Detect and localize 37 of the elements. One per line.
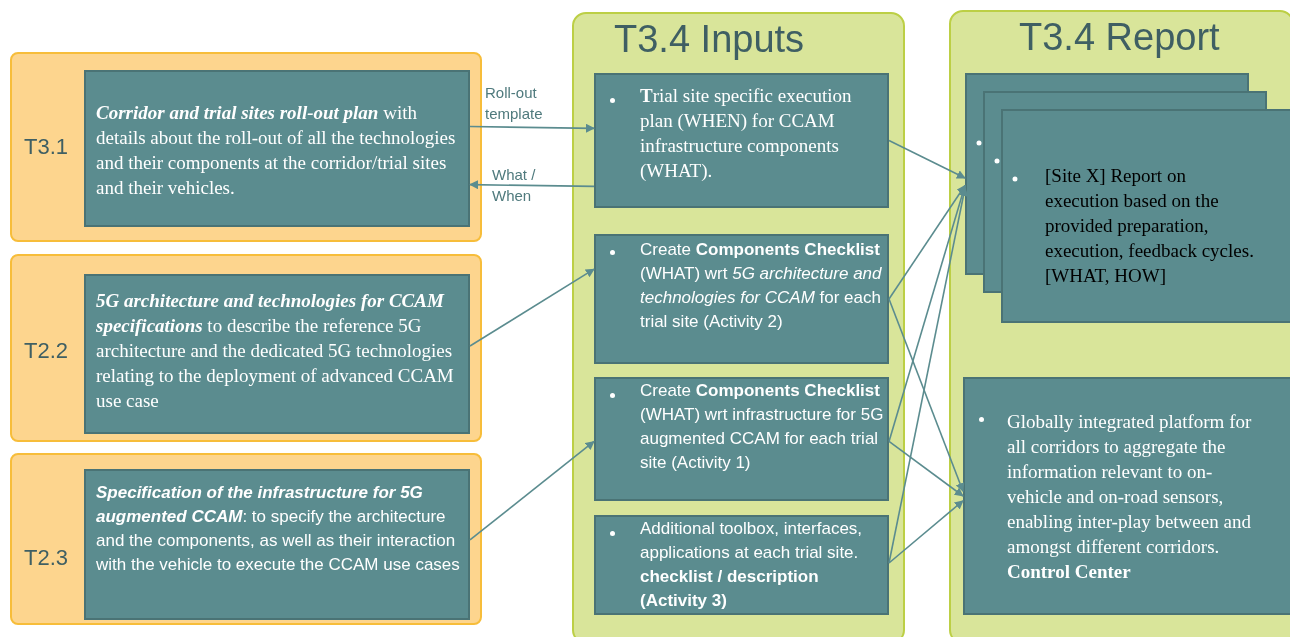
box-text: 5G architecture and technologies for CCAM specifications to describe the reference 5G architecture and the dedicated 5G technologies relating to the deployment of advanced CCAM use case (96, 289, 455, 413)
content-box (84, 274, 470, 434)
box-text: Globally integrated platform for all corridors to aggregate the information relevant to on-vehicle and on-road sensors, enabling inter-play between and amongst different corridors. Control Center (1007, 410, 1253, 584)
stacked-report-cards (965, 73, 1290, 323)
arrow (469, 123, 595, 133)
content-box (594, 234, 889, 364)
content-box (594, 377, 889, 501)
content-box (594, 73, 889, 208)
box-text: Create Components Checklist (WHAT) wrt 5G architecture and technologies for CCAM for each trial site (Activity 2) (640, 239, 883, 333)
arrow (888, 440, 964, 497)
task-panel (10, 254, 482, 442)
box-text: Additional toolbox, interfaces, applications at each trial site. checklist / description (Activity 3) (640, 518, 864, 612)
task-label: T2.3 (24, 545, 69, 571)
task-panel (10, 52, 482, 242)
arrow (469, 268, 595, 347)
box-text: Trial site specific execution plan (WHEN) for CCAM infrastructure components (WHAT). (640, 84, 853, 183)
task-panel (10, 453, 482, 625)
box-text: [Site X] Report on execution based on the provided preparation, execution, feedback cycles. [WHAT, HOW] (1045, 164, 1255, 288)
task-label: T2.2 (24, 338, 69, 364)
section-panel (949, 10, 1290, 637)
content-box (963, 377, 1290, 615)
arrow (469, 180, 595, 190)
box-text: Corridor and trial sites roll-out plan with details about the roll-out of all the technologies and their components at the corridor/trial sites and their vehicles. (96, 101, 457, 200)
arrow (888, 499, 964, 564)
content-box (84, 469, 470, 620)
box-text: Create Components Checklist (WHAT) wrt infrastructure for 5G augmented CCAM for each trial site (Activity 1) (640, 380, 885, 474)
arrow (888, 298, 965, 493)
content-box (84, 70, 470, 227)
arrow (888, 184, 966, 300)
box-text: Specification of the infrastructure for 5G augmented CCAM: to specify the architecture and the components, as well as their interaction with the vehicle to execute the CCAM use cases (96, 482, 461, 576)
section-title: T3.4 Inputs (614, 18, 805, 61)
section-title: T3.4 Report (1019, 16, 1220, 59)
section-panel (572, 12, 905, 637)
arrow (888, 184, 967, 443)
content-box (594, 515, 889, 615)
arrow (469, 440, 595, 541)
task-label: T3.1 (24, 134, 69, 160)
